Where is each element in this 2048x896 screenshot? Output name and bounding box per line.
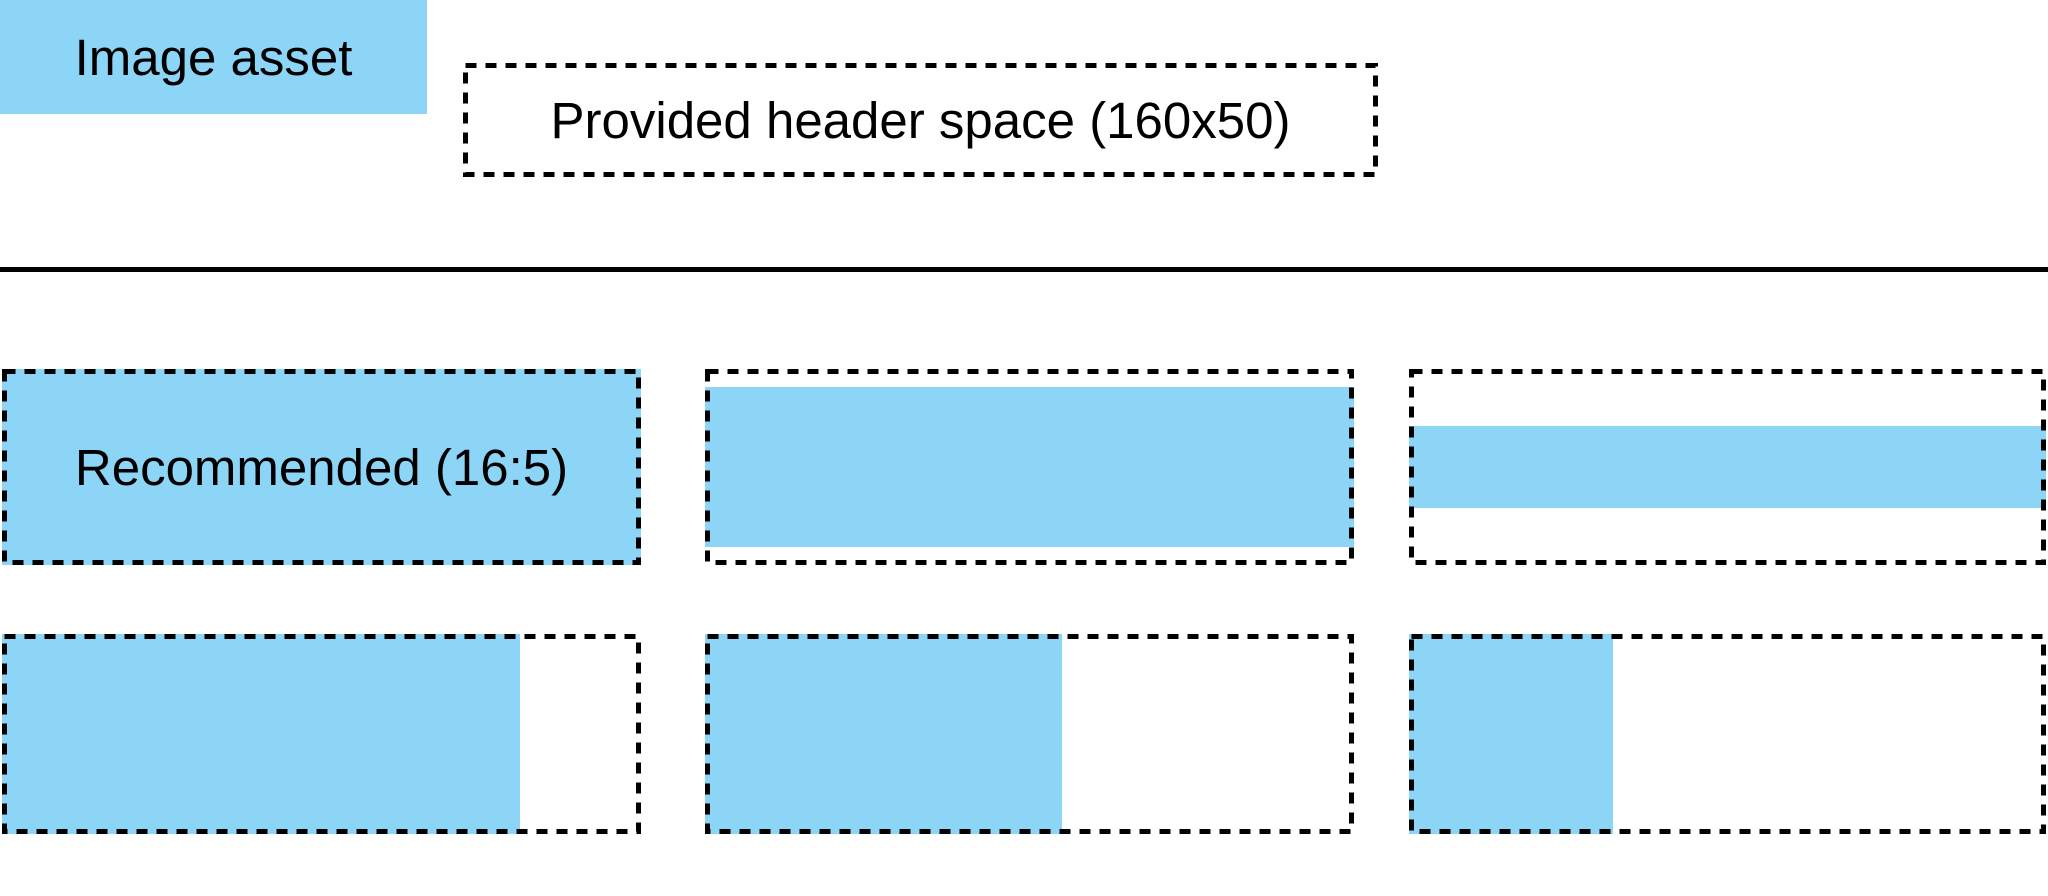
- example-box-full-height-wide: [2, 634, 641, 834]
- legend-image-asset-swatch: Image asset: [0, 0, 427, 114]
- image-asset-fill: [1409, 425, 2046, 509]
- legend-header-space-box: Provided header space (160x50): [463, 63, 1378, 177]
- image-asset-fill: [705, 634, 1062, 834]
- image-asset-fill: [2, 634, 520, 834]
- image-asset-fill: [1409, 634, 1613, 834]
- example-box-recommended: Recommended (16:5): [2, 369, 641, 565]
- example-box-full-height-narrow: [1409, 634, 2046, 834]
- legend-header-space-label: Provided header space (160x50): [550, 91, 1291, 149]
- legend-image-asset-label: Image asset: [74, 28, 353, 86]
- example-box-full-height-medium: [705, 634, 1354, 834]
- recommended-label: Recommended (16:5): [74, 438, 569, 496]
- example-box-full-width-thin-strip: [1409, 369, 2046, 565]
- image-asset-fill: [705, 386, 1354, 548]
- section-divider: [0, 267, 2048, 272]
- example-box-full-width-partial-height: [705, 369, 1354, 565]
